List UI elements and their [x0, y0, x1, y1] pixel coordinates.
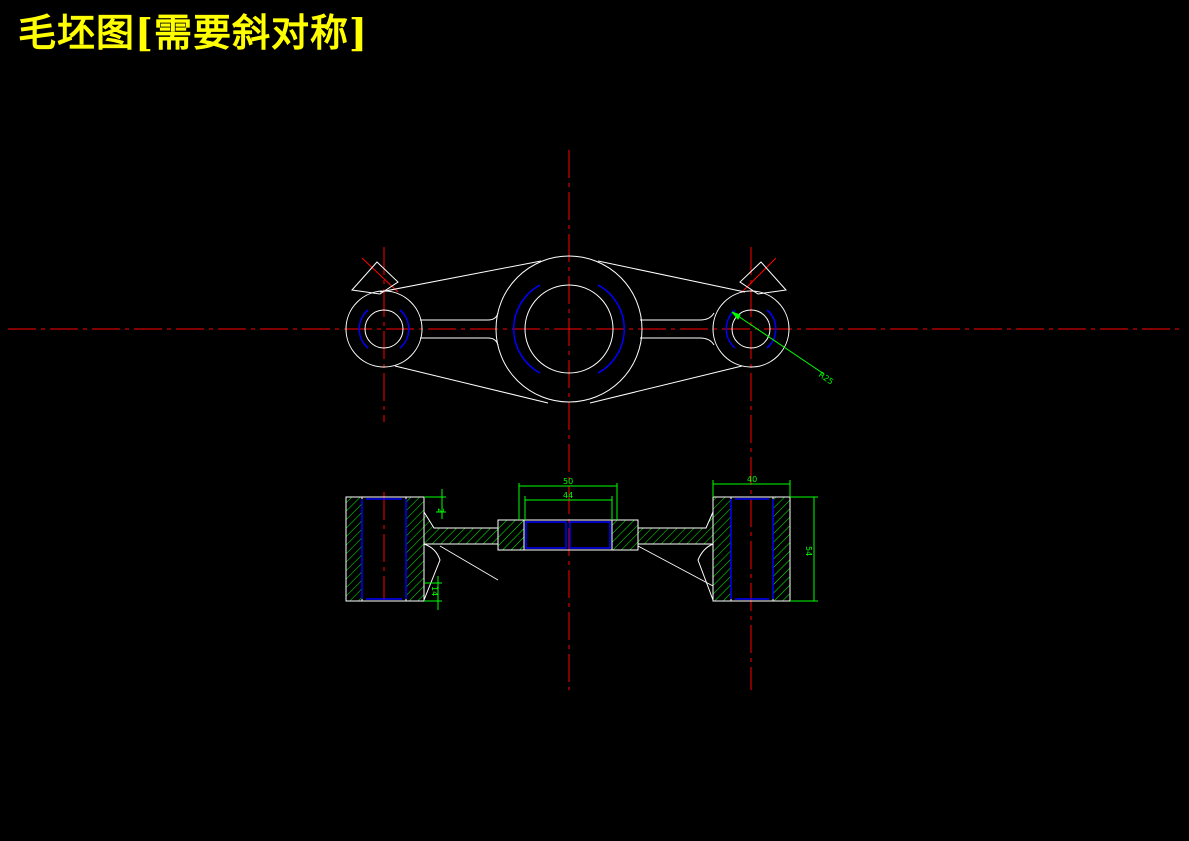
- arm-bottom-right: [589, 365, 743, 404]
- right-boss-outer: [712, 290, 790, 368]
- right-lug: [739, 261, 787, 295]
- right-boss-blue-arc-b: [766, 309, 777, 349]
- web-section-right: [637, 511, 714, 545]
- left-lug: [351, 261, 399, 295]
- centerlines: [8, 150, 1183, 690]
- left-boss-blue-arc-a: [358, 309, 369, 349]
- right-boss-blue-arc-a: [725, 309, 736, 349]
- left-boss-blue-arc-b: [399, 309, 410, 349]
- web-rib-left: [420, 312, 499, 346]
- right-wall-outer: [772, 496, 791, 602]
- arm-bottom-left: [394, 365, 549, 404]
- drawing-title: 毛坯图[需要斜对称]: [18, 10, 368, 55]
- hub-section-left: [497, 519, 525, 551]
- right-wall-inner: [712, 496, 732, 602]
- right-boss-bore: [731, 309, 771, 349]
- diag-centerline-right: [741, 257, 777, 293]
- plan-hidden-circles: [358, 284, 777, 374]
- arm-top-right: [597, 260, 746, 293]
- hub-section-right: [611, 519, 639, 551]
- section-dimensions: [424, 480, 818, 610]
- dim-top-offset: 2: [436, 508, 445, 513]
- dim-bottom-offset: 14: [430, 586, 439, 596]
- web-flange-right: [697, 543, 714, 601]
- web-flange-left: [423, 543, 441, 601]
- radius-dimension: [731, 311, 825, 375]
- hub-blue-arc-right: [597, 284, 625, 374]
- diag-centerline-left: [361, 257, 399, 293]
- dim-hub-outer: 50: [563, 477, 573, 486]
- arm-top-left: [379, 260, 542, 293]
- radius-label: R25: [817, 370, 835, 386]
- dim-boss-width: 40: [747, 475, 757, 484]
- hub-bore-circle: [524, 284, 614, 374]
- web-section-left: [423, 510, 499, 545]
- web-rib-right: [640, 312, 715, 346]
- dim-height: 54: [804, 546, 813, 556]
- hub-outer-circle: [495, 255, 643, 403]
- section-view: [345, 496, 791, 602]
- left-boss-bore: [364, 309, 404, 349]
- dim-hub-inner: 44: [563, 491, 573, 500]
- left-wall-inner: [405, 496, 425, 602]
- plan-view: [345, 255, 790, 404]
- hub-blue-arc-left: [513, 284, 541, 374]
- left-wall-outer: [345, 496, 363, 602]
